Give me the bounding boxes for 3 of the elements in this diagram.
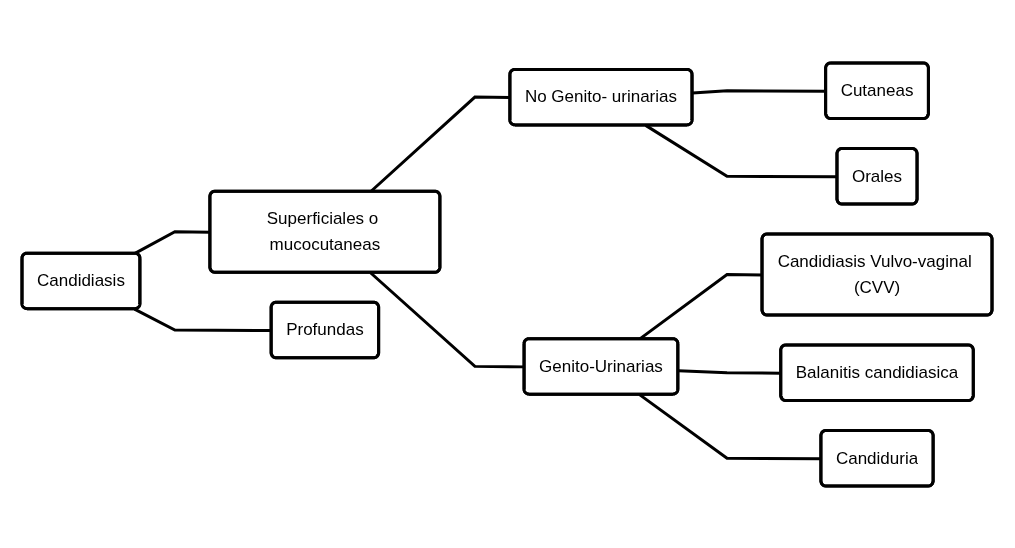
connector (134, 229, 211, 255)
connector (678, 368, 782, 375)
connector (692, 88, 827, 94)
